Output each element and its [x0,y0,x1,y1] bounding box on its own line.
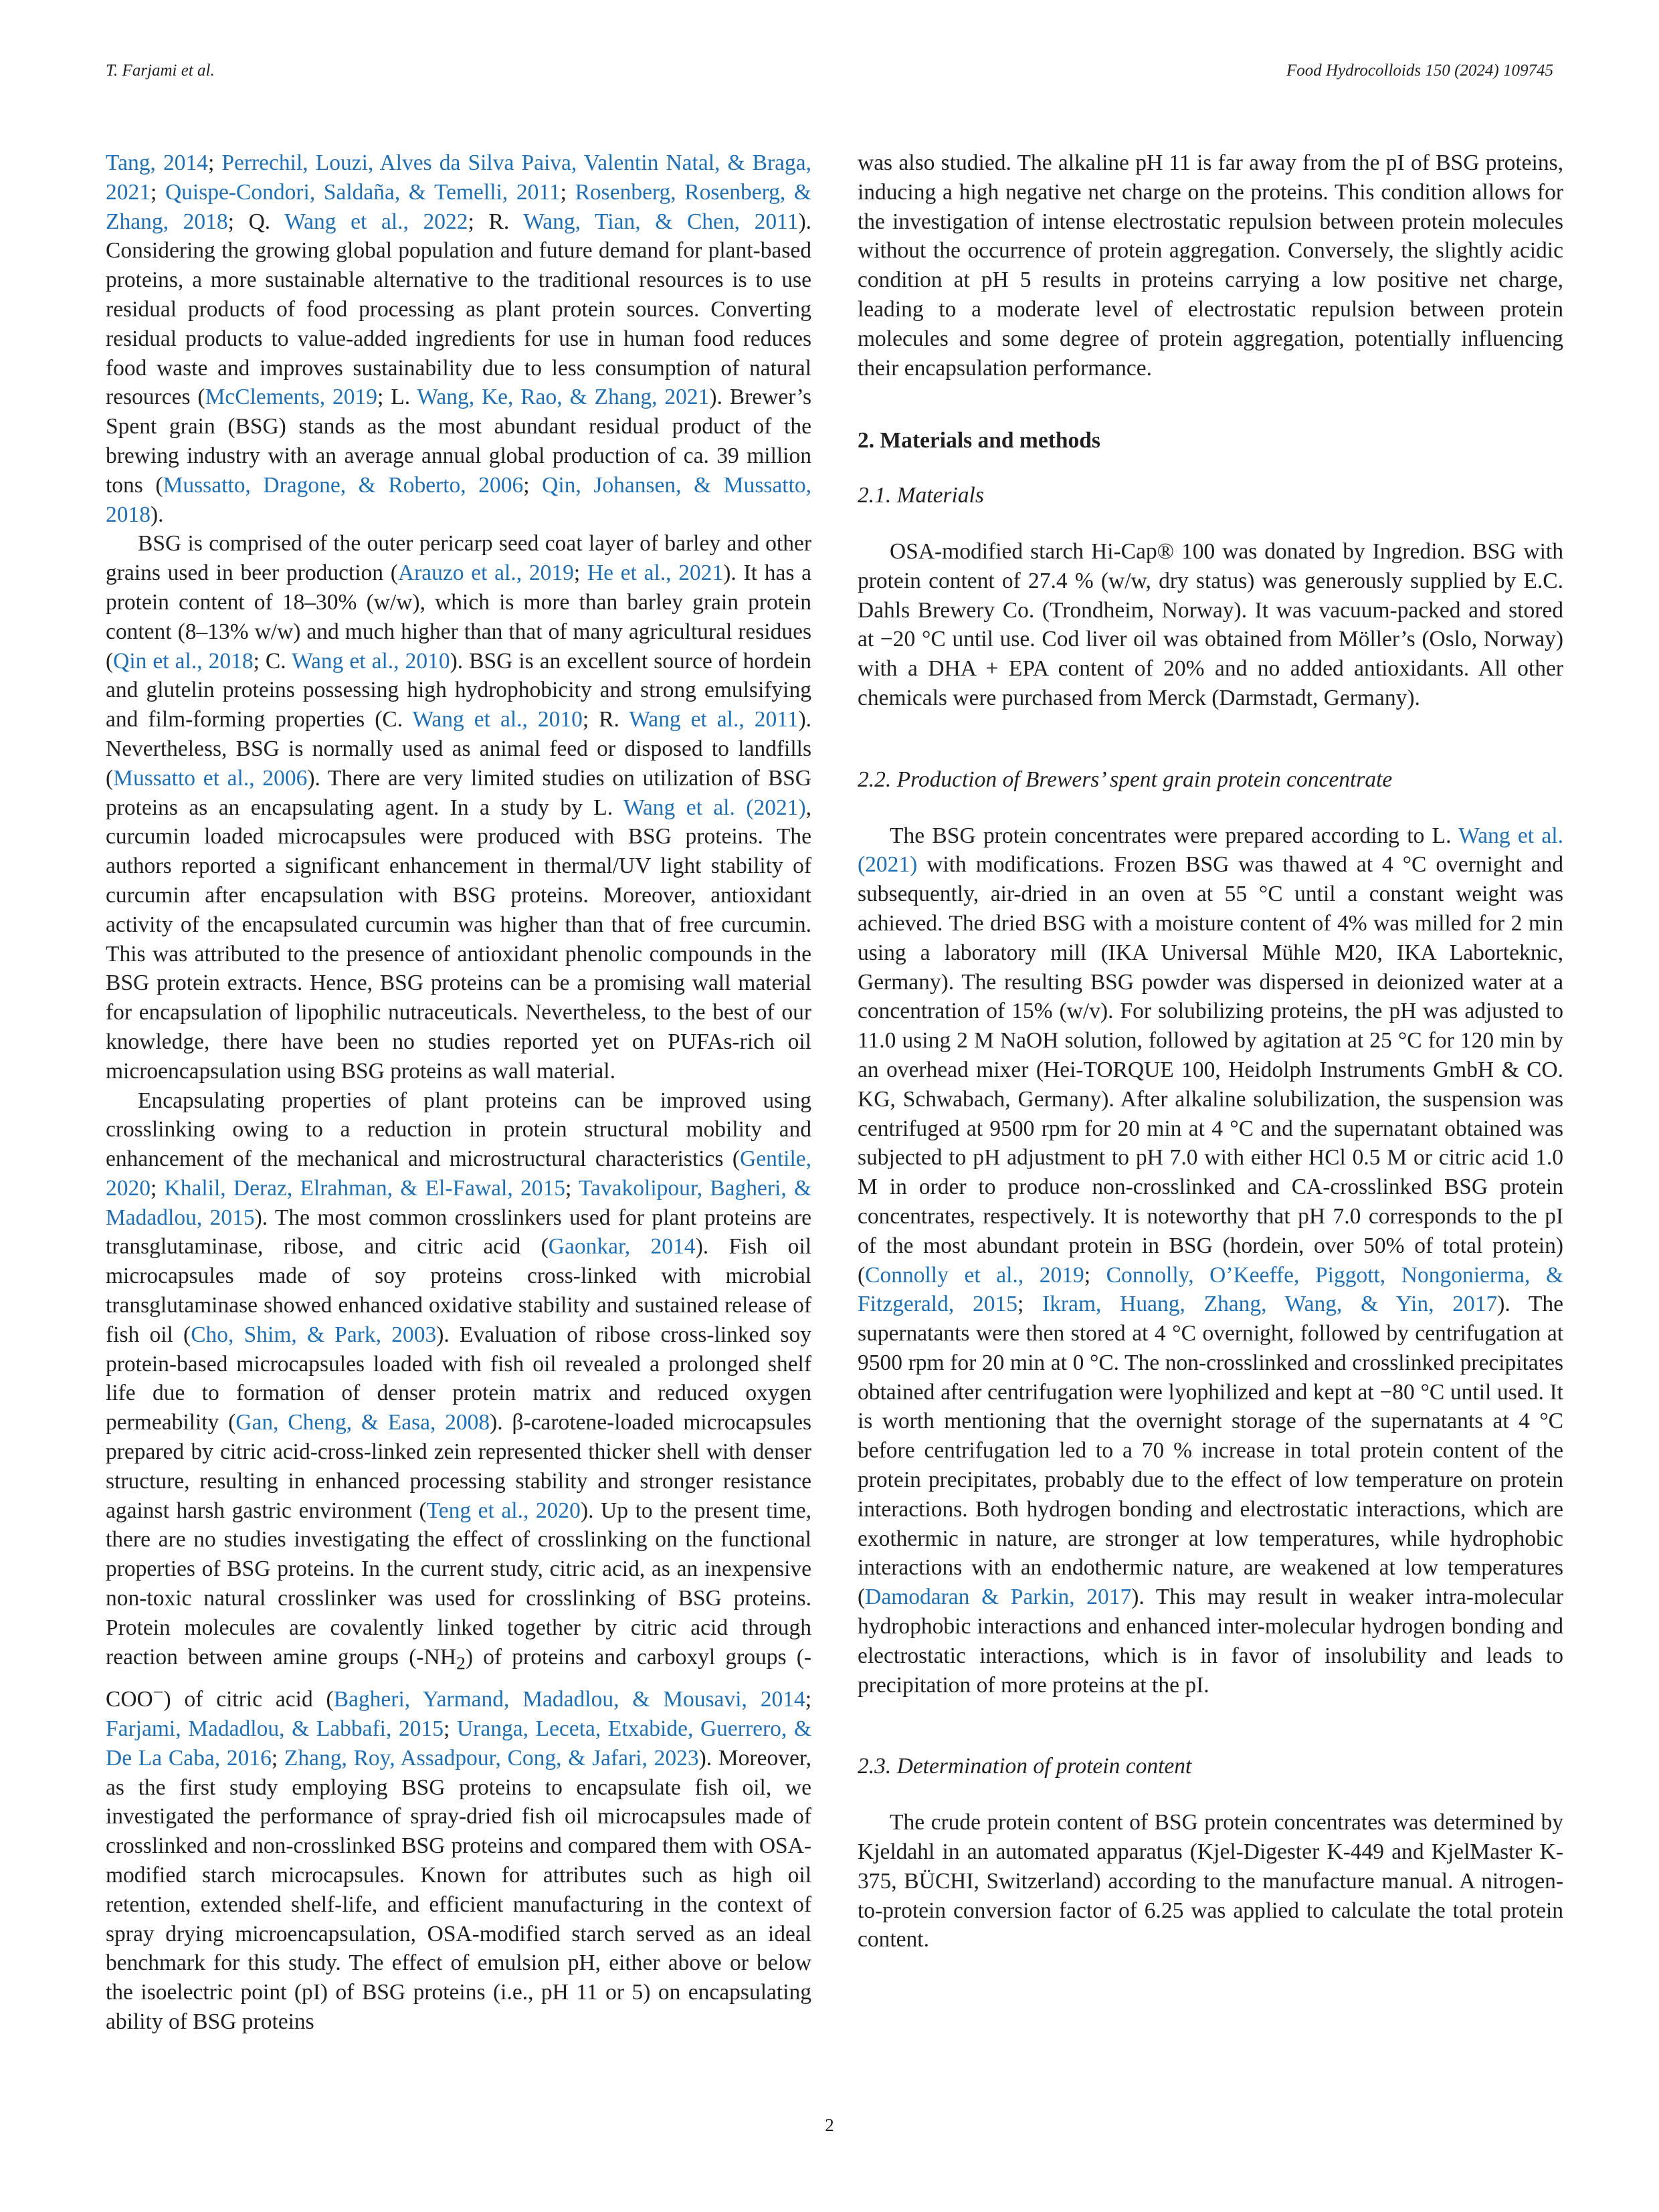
text-run: ; Q. [227,209,285,234]
text-run: OSA-modified starch Hi-Cap® 100 was dona… [858,538,1563,710]
text-run: ). Considering the growing global popula… [106,209,811,410]
citation-link[interactable]: Qin et al., 2018 [113,648,254,674]
materials-paragraph: OSA-modified starch Hi-Cap® 100 was dona… [858,537,1563,713]
section-heading-materials-methods: 2. Materials and methods [858,428,1100,454]
text-run: ). β-carotene-loaded microcapsules prepa… [106,1410,811,1523]
text-run: ; R. [582,707,629,732]
citation-link[interactable]: Wang et al., 2010 [412,707,583,732]
citation-link[interactable]: Connolly, O’Keeffe, Piggott, Nongonierma… [858,1262,1564,1317]
subsection-heading-protein-content: 2.3. Determination of protein content [858,1754,1192,1779]
citation-link[interactable]: Khalil, Deraz, Elrahman, & El-Fawal, 201… [164,1175,565,1201]
production-paragraph: The BSG protein concentrates were prepar… [858,821,1563,1700]
citation-link[interactable]: Tavakolipour, Bagheri, & Madadlou, 2015 [106,1175,812,1230]
text-run: ; [271,1745,284,1771]
text-run: ). Fish oil microcapsules made of soy pr… [106,1234,811,1347]
citation-link[interactable]: Uranga, Leceta, Etxabide, Guerrero, & De… [106,1716,811,1771]
intro-paragraph-2: BSG is comprised of the outer pericarp s… [106,529,811,1086]
text-run: ). The most common crosslinkers used for… [106,1205,811,1260]
text-run: ; [207,150,222,175]
text-run: ). BSG is an excellent source of hordein… [106,648,811,732]
subscript: 2 [456,1653,466,1674]
text-run: ) of citric acid ( [163,1687,334,1712]
citation-link[interactable]: Ikram, Huang, Zhang, Wang, & Yin, 2017 [1042,1292,1498,1317]
subsection-heading-production: 2.2. Production of Brewers’ spent grain … [858,767,1393,792]
citation-link[interactable]: Cho, Shim, & Park, 2003 [191,1322,437,1347]
running-head-authors: T. Farjami et al. [106,62,215,80]
citation-link[interactable]: Wang et al., 2022 [284,209,468,234]
text-run: ; [565,1175,579,1201]
citation-link[interactable]: Gan, Cheng, & Easa, 2008 [235,1410,490,1435]
citation-link[interactable]: He et al., 2021 [587,561,724,586]
intro-paragraph-1: Tang, 2014; Perrechil, Louzi, Alves da S… [106,148,811,529]
citation-link[interactable]: Wang, Ke, Rao, & Zhang, 2021 [417,385,710,410]
text-run: ; R. [468,209,524,234]
citation-link[interactable]: Wang et al. (2021) [623,795,806,820]
page-number: 2 [825,2115,834,2135]
text-run: ; [573,561,587,586]
text-run: , curcumin loaded microcapsules were pro… [106,795,811,1084]
text-run: was also studied. The alkaline pH 11 is … [858,150,1563,381]
text-run: with modifications. Frozen BSG was thawe… [858,852,1563,1288]
protein-content-paragraph: The crude protein content of BSG protein… [858,1808,1563,1954]
text-run: BSG is comprised of the outer pericarp s… [106,531,811,586]
intro-paragraph-4: was also studied. The alkaline pH 11 is … [858,148,1563,383]
citation-link[interactable]: Rosenberg, Rosenberg, & Zhang, 2018 [106,179,811,234]
text-run: ). Nevertheless, BSG is normally used as… [106,707,811,791]
citation-link[interactable]: Bagheri, Yarmand, Madadlou, & Mousavi, 2… [333,1687,805,1712]
left-column: Tang, 2014; Perrechil, Louzi, Alves da S… [106,148,811,2037]
citation-link[interactable]: Gentile, 2020 [106,1146,811,1201]
text-run: ; L. [377,385,417,410]
citation-link[interactable]: Mussatto et al., 2006 [113,765,308,791]
text-run: ). There are very limited studies on uti… [106,765,811,820]
right-column: was also studied. The alkaline pH 11 is … [858,148,1563,1954]
text-run: ). The supernatants were then stored at … [858,1292,1563,1610]
text-run: ; [1084,1262,1106,1288]
citation-link[interactable]: McClements, 2019 [205,385,378,410]
text-run: Encapsulating properties of plant protei… [106,1088,811,1172]
citation-link[interactable]: Mussatto, Dragone, & Roberto, 2006 [163,472,524,498]
intro-paragraph-3: Encapsulating properties of plant protei… [106,1086,811,2037]
citation-link[interactable]: Quispe-Condori, Saldaña, & Temelli, 2011 [165,179,561,205]
text-run: ). Up to the present time, there are no … [106,1498,811,1670]
text-run: ; [444,1716,457,1742]
text-run: ). Evaluation of ribose cross-linked soy… [106,1322,811,1435]
running-head-journal: Food Hydrocolloids 150 (2024) 109745 [1286,62,1553,80]
text-run: ). It has a protein content of 18–30% (w… [106,561,811,674]
citation-link[interactable]: Damodaran & Parkin, 2017 [865,1585,1132,1610]
running-head: T. Farjami et al. Food Hydrocolloids 150… [106,62,1553,88]
citation-link[interactable]: Arauzo et al., 2019 [397,561,574,586]
text-run: ; C. [253,648,292,674]
citation-link[interactable]: Zhang, Roy, Assadpour, Cong, & Jafari, 2… [284,1745,699,1771]
subsection-heading-materials: 2.1. Materials [858,483,984,508]
citation-link[interactable]: Farjami, Madadlou, & Labbafi, 2015 [106,1716,444,1742]
text-run: ; [805,1687,812,1712]
text-run: The BSG protein concentrates were prepar… [890,823,1459,848]
text-run: ; [560,179,575,205]
citation-link[interactable]: Perrechil, Louzi, Alves da Silva Paiva, … [106,150,811,205]
citation-link[interactable]: Qin, Johansen, & Mussatto, 2018 [106,472,812,527]
text-run: ; [523,472,543,498]
text-run: ). This may result in weaker intra-molec… [858,1585,1563,1698]
citation-link[interactable]: Teng et al., 2020 [426,1498,581,1523]
citation-link[interactable]: Wang et al., 2010 [292,648,450,674]
text-run: The crude protein content of BSG protein… [858,1810,1563,1952]
text-run: ) of proteins and carboxyl groups (-COO [106,1644,812,1712]
citation-link[interactable]: Gaonkar, 2014 [548,1234,696,1260]
superscript: − [153,1682,164,1704]
text-run: ). Brewer’s Spent grain (BSG) stands as … [106,385,811,498]
citation-link[interactable]: Connolly et al., 2019 [865,1262,1084,1288]
text-run: ). [151,502,164,527]
citation-link[interactable]: Tang, 2014 [106,150,208,175]
text-run: ; [151,1175,165,1201]
citation-link[interactable]: Wang, Tian, & Chen, 2011 [523,209,799,234]
citation-link[interactable]: Wang et al., 2011 [629,707,799,732]
text-run: ). Moreover, as the first study employin… [106,1745,812,2035]
text-run: ; [151,179,165,205]
citation-link[interactable]: Wang et al. (2021) [858,823,1563,878]
text-run: ; [1017,1292,1043,1317]
